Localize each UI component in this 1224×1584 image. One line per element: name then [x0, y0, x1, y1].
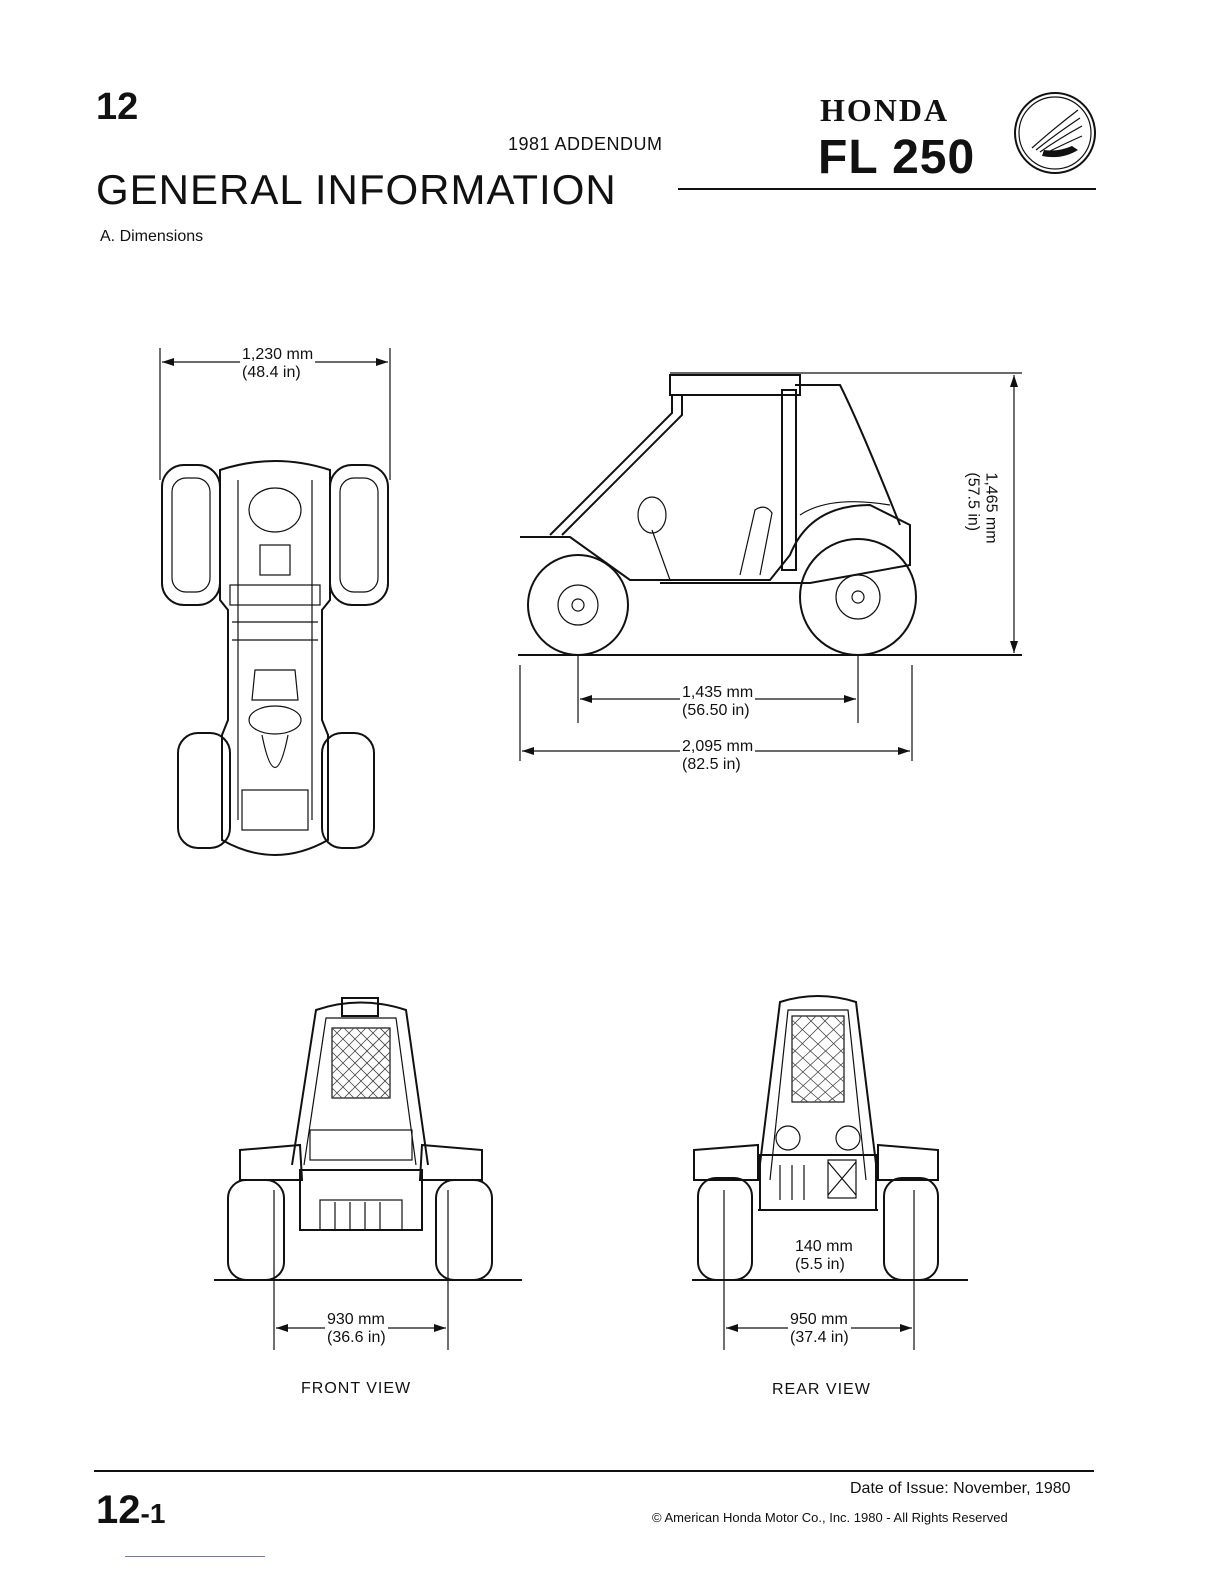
overall-length-label: 2,095 mm (82.5 in)	[680, 738, 756, 774]
title-rule	[678, 188, 1096, 190]
page-number-sub: -1	[140, 1498, 166, 1529]
page-title: GENERAL INFORMATION	[96, 166, 617, 213]
model-name: FL 250	[818, 131, 976, 184]
front-view-drawing	[214, 997, 522, 1350]
footer-rule	[94, 1470, 1094, 1472]
rear-track-label: 950 mm (37.4 in)	[788, 1311, 851, 1347]
overall-width-in: (48.4 in)	[242, 364, 301, 381]
rear-view-label: REAR VIEW	[772, 1381, 871, 1398]
rear-track-mm: 950 mm	[790, 1311, 848, 1328]
side-view-drawing	[518, 372, 1022, 761]
honda-wing-logo-icon	[1014, 92, 1096, 174]
bottom-link-line	[125, 1556, 265, 1557]
wheelbase-in: (56.50 in)	[682, 702, 750, 719]
page-number-main: 12	[96, 1488, 141, 1532]
overall-height-mm: 1,465 mm	[982, 472, 1000, 544]
overall-width-label: 1,230 mm (48.4 in)	[240, 346, 316, 382]
overall-height-label: 1,465 mm (57.5 in)	[963, 470, 1000, 546]
ground-clearance-in: (5.5 in)	[795, 1256, 845, 1273]
top-view-drawing	[159, 348, 391, 856]
front-view-label: FRONT VIEW	[301, 1380, 412, 1397]
overall-length-mm: 2,095 mm	[682, 738, 754, 755]
section-number: 12	[96, 86, 139, 128]
front-track-label: 930 mm (36.6 in)	[325, 1311, 388, 1347]
ground-clearance-label: 140 mm (5.5 in)	[793, 1238, 855, 1274]
overall-height-in: (57.5 in)	[964, 472, 982, 532]
copyright-notice: © American Honda Motor Co., Inc. 1980 - …	[652, 1510, 1008, 1525]
overall-width-mm: 1,230 mm	[242, 346, 314, 363]
subheading: A. Dimensions	[100, 228, 204, 245]
date-of-issue: Date of Issue: November, 1980	[850, 1480, 1071, 1497]
front-track-in: (36.6 in)	[327, 1329, 386, 1346]
page-number: 12-1	[96, 1488, 165, 1533]
brand-name: HONDA	[820, 92, 950, 128]
wheelbase-label: 1,435 mm (56.50 in)	[680, 684, 756, 720]
rear-track-in: (37.4 in)	[790, 1329, 849, 1346]
overall-length-in: (82.5 in)	[682, 756, 741, 773]
rear-view-drawing	[692, 995, 968, 1350]
front-track-mm: 930 mm	[327, 1311, 385, 1328]
addendum-label: 1981 ADDENDUM	[508, 134, 663, 154]
ground-clearance-mm: 140 mm	[795, 1238, 853, 1255]
wheelbase-mm: 1,435 mm	[682, 684, 754, 701]
